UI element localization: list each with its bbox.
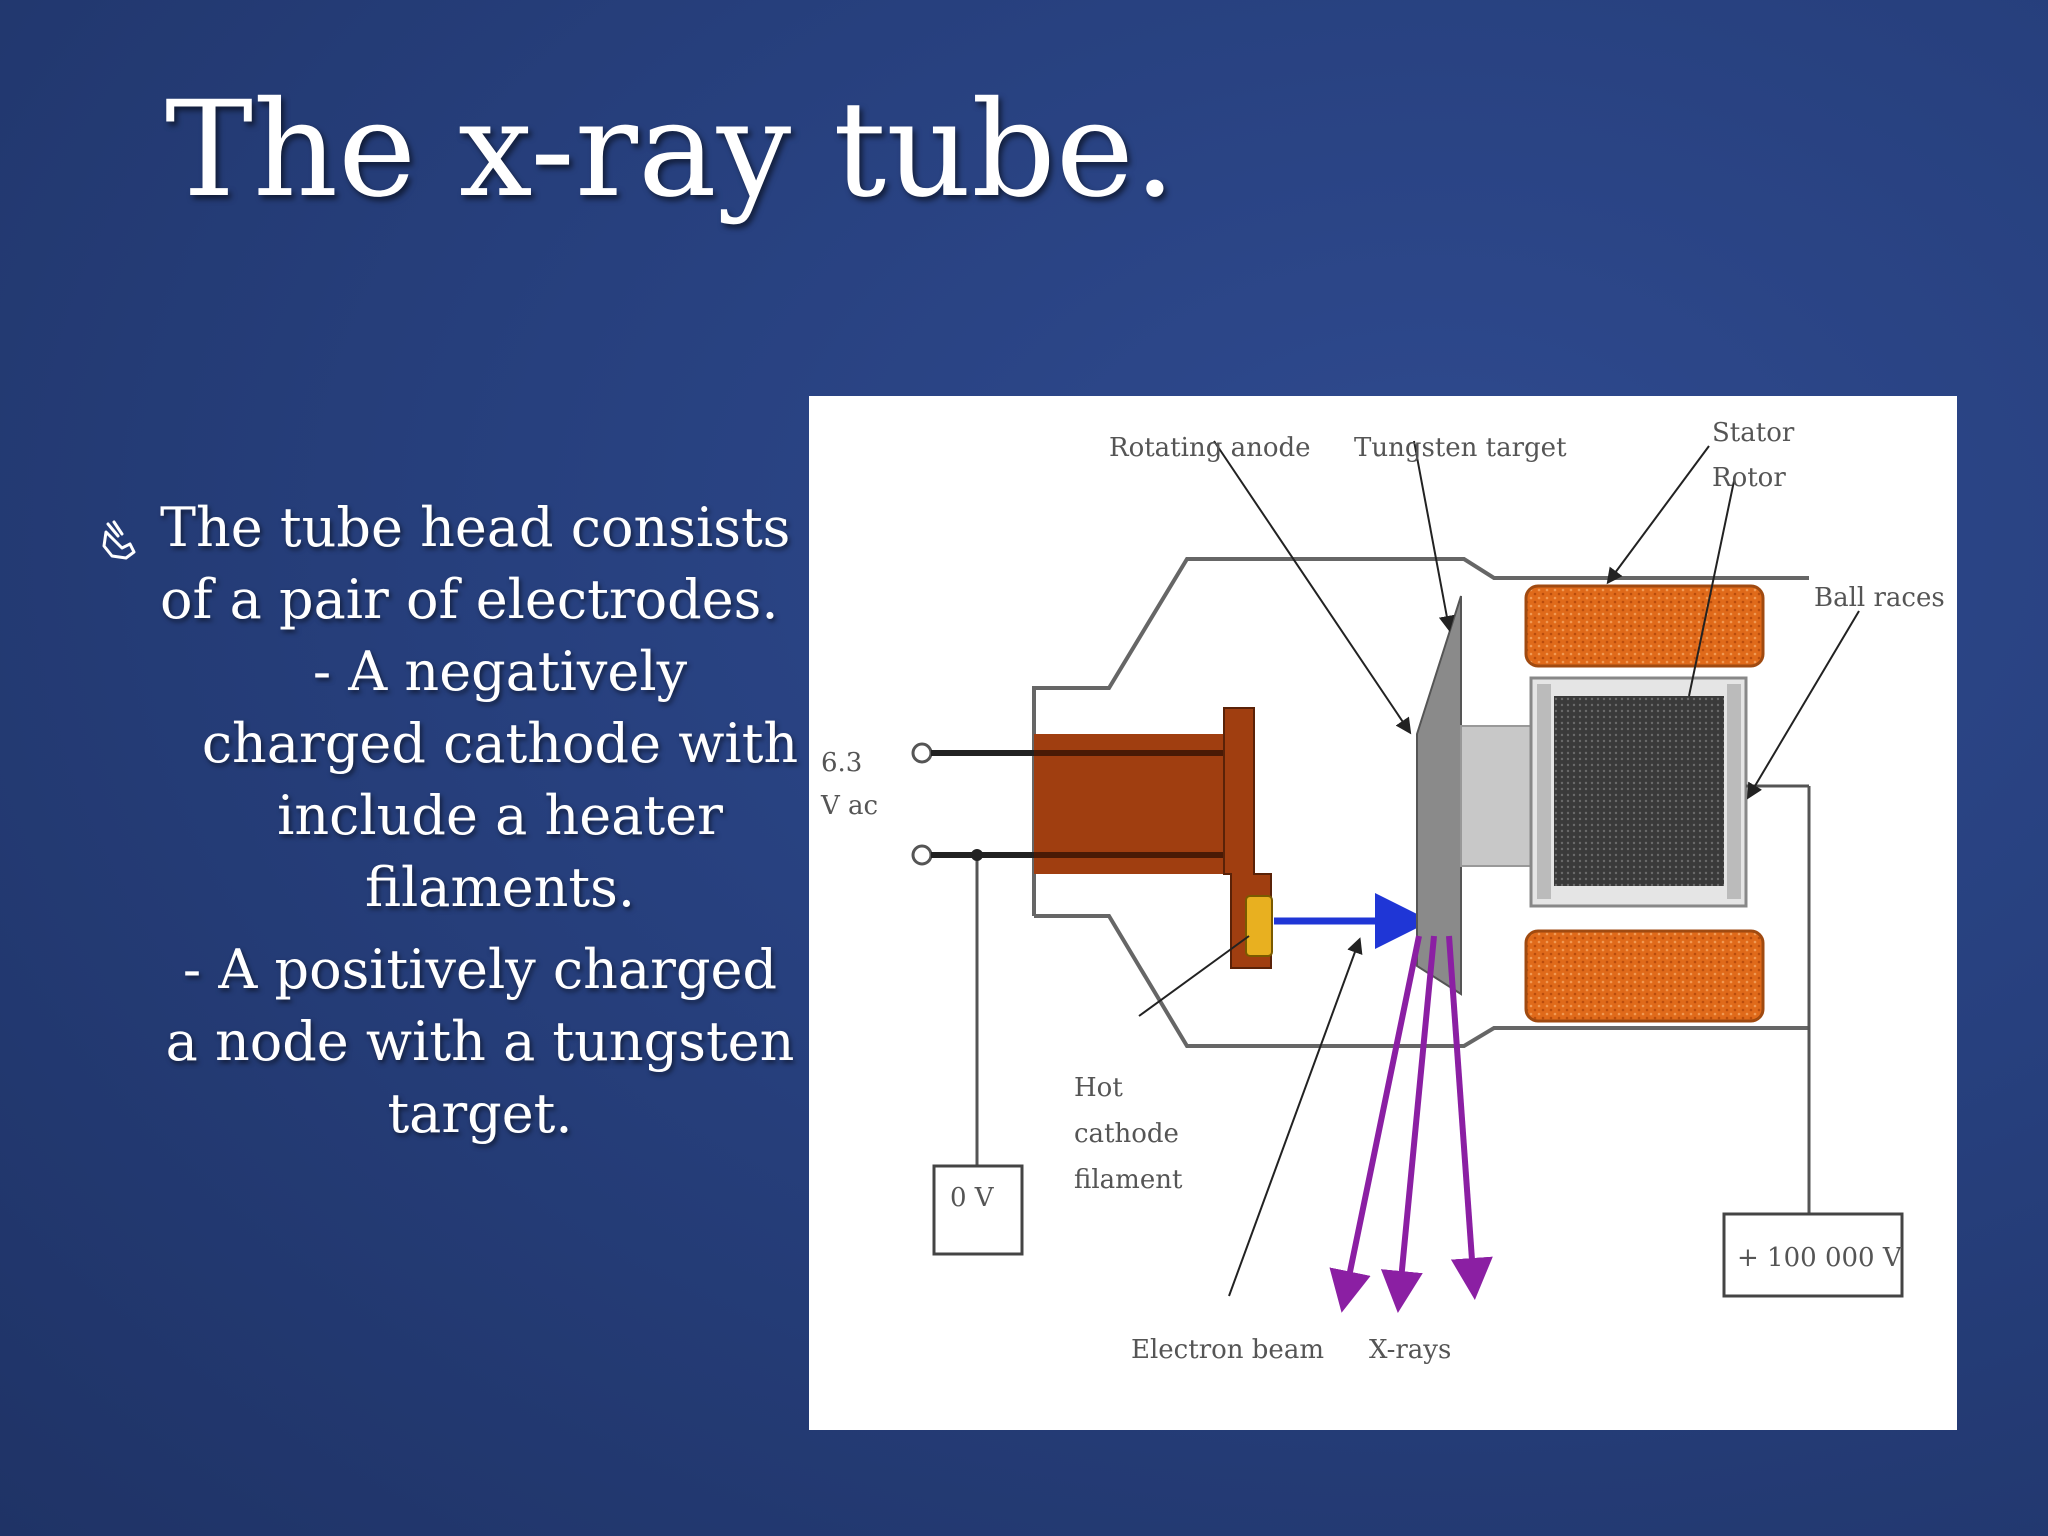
label-voltage-ac: V ac <box>820 791 878 821</box>
label-rotating-anode: Rotating anode <box>1109 433 1311 463</box>
label-high-volt: + 100 000 V <box>1737 1243 1903 1273</box>
label-ball-races: Ball races <box>1814 583 1945 613</box>
body-text: The tube head consists of a pair of elec… <box>160 492 800 1150</box>
tungsten-target <box>1416 595 1462 996</box>
terminal-top <box>911 742 933 764</box>
label-hot-cathode-1: Hot <box>1074 1073 1123 1103</box>
zero-volt-box <box>932 1164 1024 1256</box>
cathode-cup <box>1034 734 1234 874</box>
label-stator: Stator <box>1712 418 1795 448</box>
high-volt-box <box>1722 1212 1904 1298</box>
xray-tube-svg: Rotating anode Tungsten target Stator Ro… <box>820 418 1945 1365</box>
label-tungsten-target: Tungsten target <box>1354 433 1567 463</box>
stator-top <box>1524 584 1765 668</box>
cathode-description: - A negatively charged cathode with incl… <box>201 640 799 919</box>
label-hot-cathode-2: cathode <box>1074 1119 1179 1149</box>
hand-pointer-icon <box>102 520 136 560</box>
label-xrays: X-rays <box>1369 1335 1451 1365</box>
terminal-bottom <box>911 844 933 866</box>
glass-envelope <box>1032 557 1809 916</box>
anode-description: - A positively charged a node with a tun… <box>165 938 795 1145</box>
slide-title: The x-ray tube. <box>165 73 1176 227</box>
label-electron-beam: Electron beam <box>1131 1335 1324 1365</box>
label-zero-volt: 0 V <box>950 1183 995 1213</box>
xray-arrows <box>1329 935 1493 1313</box>
label-voltage-63: 6.3 <box>821 748 862 778</box>
label-hot-cathode-3: filament <box>1074 1165 1183 1195</box>
xray-tube-diagram: Rotating anode Tungsten target Stator Ro… <box>809 396 1957 1430</box>
stator-bottom <box>1524 929 1765 1023</box>
rotor <box>1554 696 1724 886</box>
label-rotor: Rotor <box>1712 463 1786 493</box>
filament <box>1245 895 1273 957</box>
bullet-lead-text: The tube head consists of a pair of elec… <box>160 496 791 631</box>
